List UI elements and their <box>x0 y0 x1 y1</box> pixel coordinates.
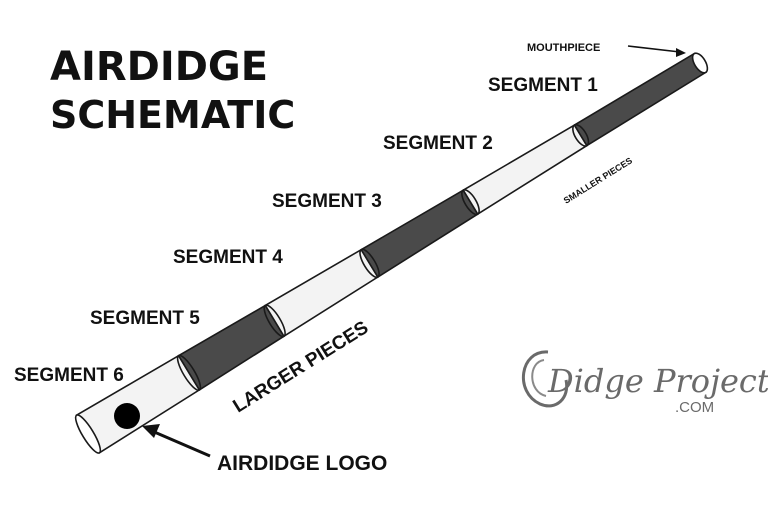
segment-joint-ring <box>359 248 380 279</box>
didgeridoo-tube <box>74 52 709 454</box>
mouthpiece-label: MOUTHPIECE <box>527 42 600 54</box>
mouthpiece-arrow <box>627 45 686 57</box>
segment-2-label: SEGMENT 2 <box>383 133 493 154</box>
title-line-2: SCHEMATIC <box>50 93 295 137</box>
mouthpiece-opening <box>691 52 709 74</box>
tube-segment-1 <box>573 52 707 147</box>
brand-swirl-icon <box>522 350 569 408</box>
didge-project-logo: Didge Project .COM <box>522 350 768 416</box>
segment-joint-ring <box>461 189 480 216</box>
brand-name: Didge Project <box>547 362 768 400</box>
segment-5-label: SEGMENT 5 <box>90 308 200 329</box>
airdidge-logo-dot <box>114 403 140 429</box>
title-line-1: AIRDIDGE <box>50 44 268 90</box>
brand-domain: .COM <box>675 399 714 416</box>
airdidge-logo-label: AIRDIDGE LOGO <box>217 452 387 475</box>
segment-joint-ring <box>176 354 202 391</box>
segment-3-label: SEGMENT 3 <box>272 191 382 212</box>
segment-joint-ring <box>263 304 286 338</box>
segment-4-label: SEGMENT 4 <box>173 247 283 268</box>
segment-1-label: SEGMENT 1 <box>488 75 598 96</box>
segment-joint-ring <box>572 123 590 147</box>
bell-opening <box>74 414 102 454</box>
brand-swirl-inner-icon <box>531 359 547 397</box>
smaller-pieces-label: SMALLER PIECES <box>562 155 634 205</box>
segment-6-label: SEGMENT 6 <box>14 365 124 386</box>
logo-callout-arrow <box>142 424 211 458</box>
